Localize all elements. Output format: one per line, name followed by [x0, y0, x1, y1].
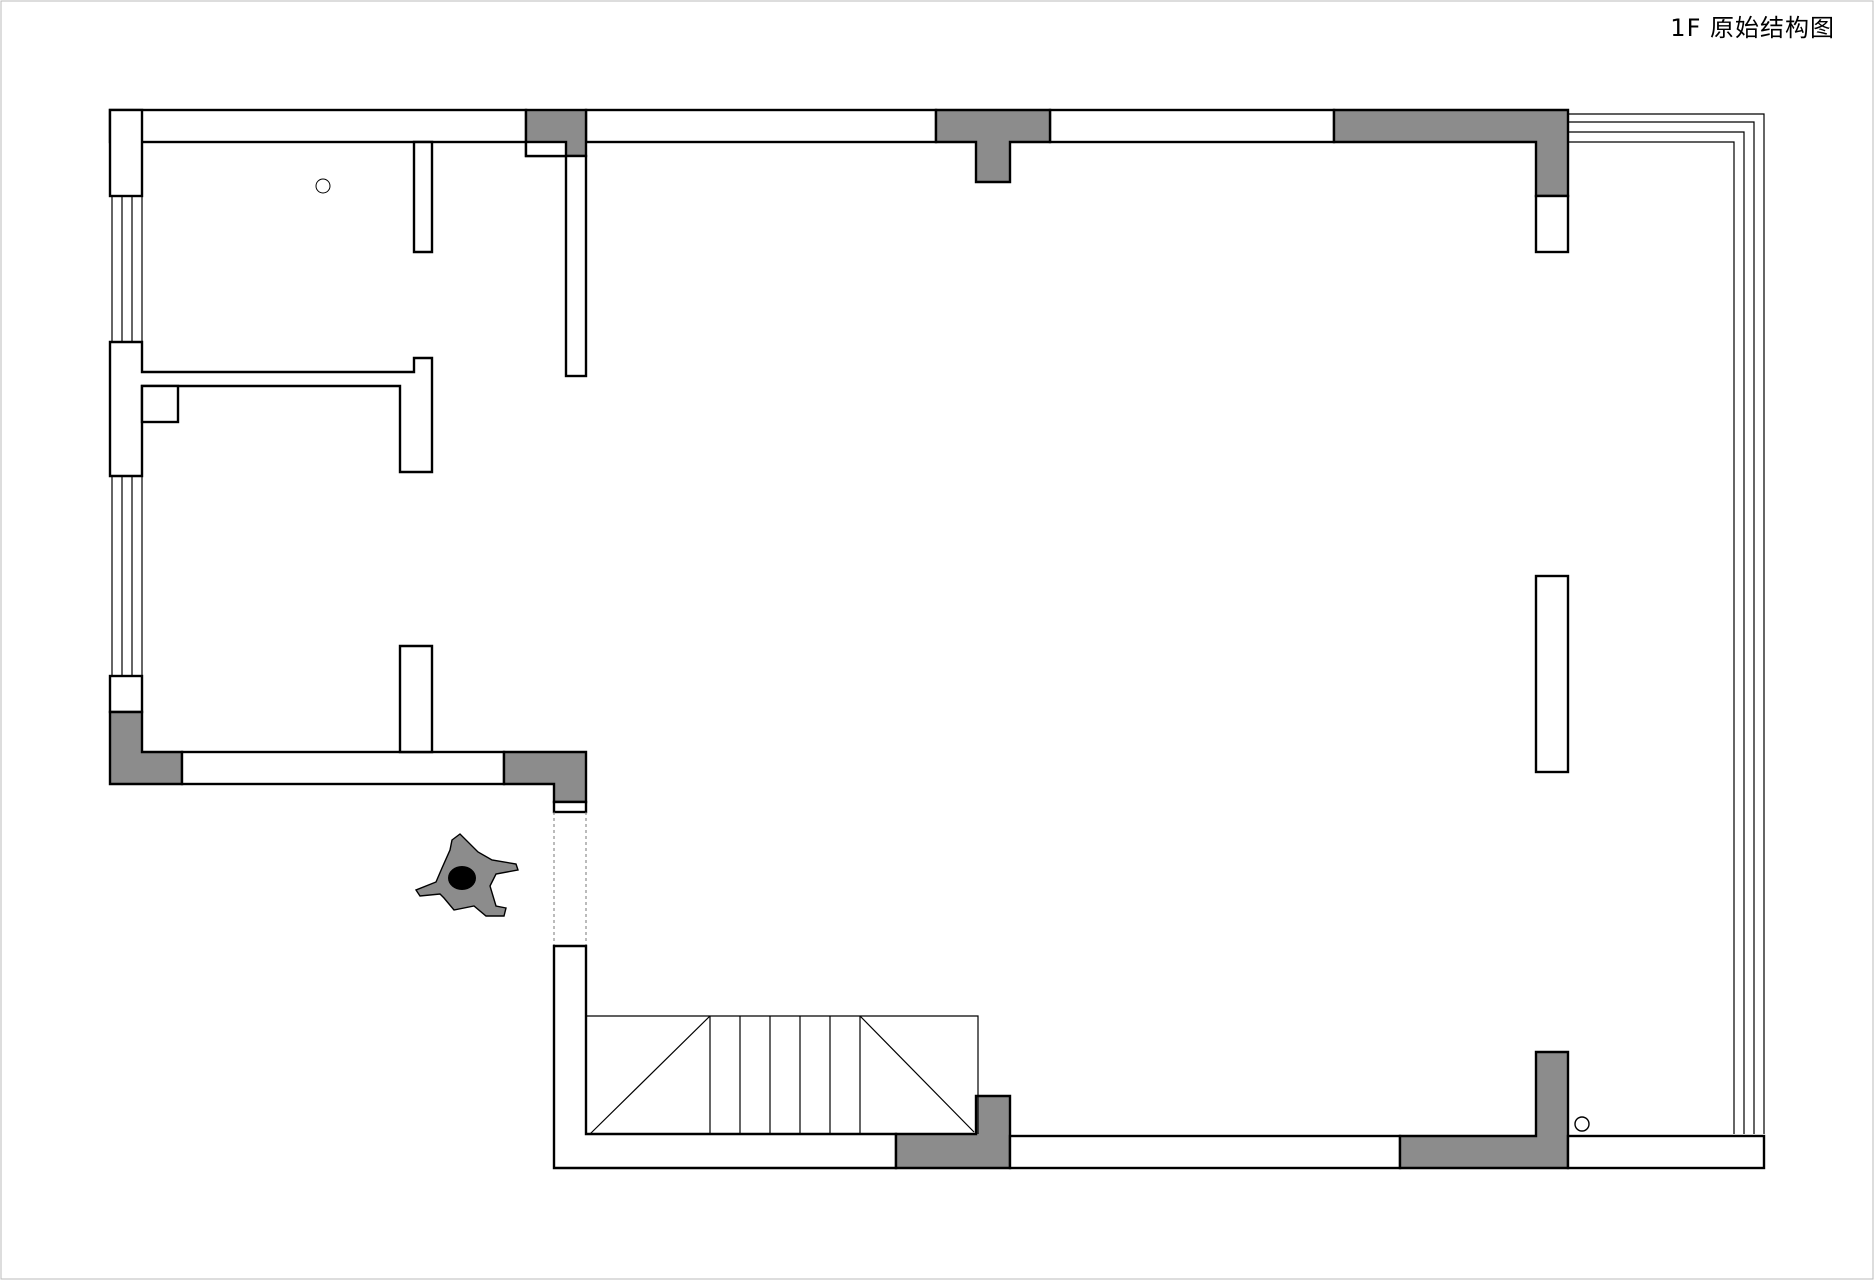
shaft-box: [140, 384, 180, 424]
window-left-upper: [111, 196, 143, 342]
left-wall-top: [108, 108, 144, 198]
left-partition-upper: [412, 140, 434, 254]
bottom-wall-right: [1566, 1134, 1766, 1170]
bottom-wall: [552, 944, 1766, 1170]
right-wall-top-stub: [1534, 194, 1570, 254]
bottom-wall-mid: [1008, 1134, 1402, 1170]
column-top-right: [1332, 108, 1570, 198]
entry-opening: [553, 812, 587, 946]
top-wall-mid: [584, 108, 938, 144]
top-wall-left: [108, 108, 528, 144]
pipe-circle-icon: [315, 178, 331, 194]
entry-jamb: [552, 800, 588, 814]
column-bottom-1: [894, 1094, 1012, 1170]
right-interior-wall: [1534, 574, 1570, 774]
column-top-1-notch: [524, 140, 568, 158]
interior-wall-long: [564, 154, 588, 378]
pipe-circle-icon: [1574, 1116, 1590, 1132]
drawing-title: 1F 原始结构图: [1670, 14, 1835, 42]
top-wall-right: [1048, 108, 1336, 144]
left-wall-stub: [108, 674, 144, 714]
balcony-rail: [1568, 113, 1765, 1134]
column-bottom-left: [108, 710, 184, 786]
staircase: [586, 1015, 979, 1135]
left-partition-lower: [398, 644, 434, 754]
window-left-lower: [111, 476, 143, 676]
column-entry: [502, 750, 588, 804]
left-wing: [108, 108, 588, 814]
top-wall: [108, 108, 1570, 254]
left-wing-bottom-wall: [180, 750, 506, 786]
column-bottom-right: [1398, 1050, 1570, 1170]
person-figure-icon: [414, 833, 519, 917]
column-top-2: [934, 108, 1052, 184]
bottom-wall-left: [552, 944, 898, 1170]
